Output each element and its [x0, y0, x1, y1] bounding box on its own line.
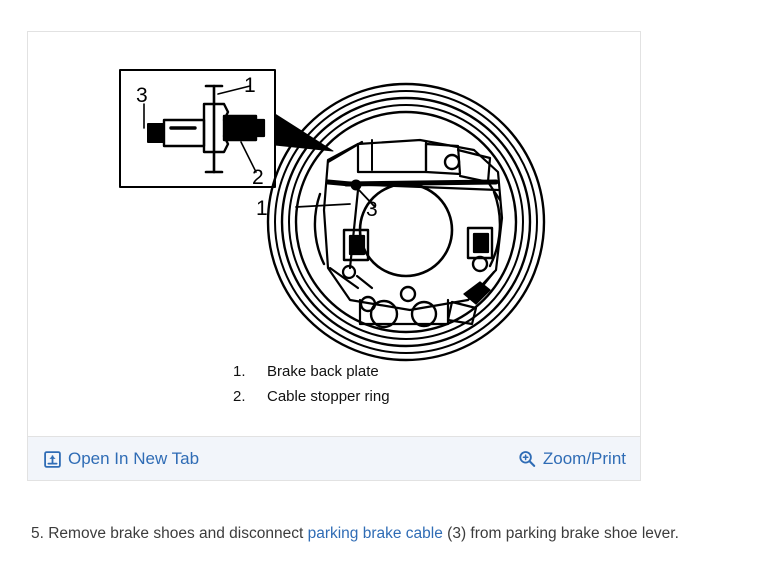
drum-leader-3	[357, 188, 376, 208]
parking-brake-cable-end	[325, 179, 353, 187]
hold-down-pin-upper	[443, 153, 461, 171]
backing-plate-body	[322, 138, 504, 312]
inset-leader-2	[240, 141, 257, 173]
callout-inset-1: 1	[244, 74, 256, 97]
legend-number: 2.	[233, 388, 246, 405]
hold-down-pin-lower	[399, 285, 417, 303]
open-in-new-tab-label: Open In New Tab	[68, 449, 200, 468]
legend-number: 1.	[233, 363, 246, 380]
inset-leader-1	[217, 85, 251, 95]
step-caption: 5. Remove brake shoes and disconnect par…	[31, 525, 679, 543]
brake-shoe-left	[313, 192, 326, 266]
figure-panel: 1 2 3 1 3 1. Brake back plate 2. Cable s…	[27, 31, 641, 481]
legend-item: 1. Brake back plate	[233, 364, 390, 379]
callout-inset-3: 3	[136, 84, 148, 107]
open-in-new-tab-button[interactable]: Open In New Tab	[44, 437, 199, 481]
parking-brake-strut	[343, 179, 499, 187]
figure-legend: 1. Brake back plate 2. Cable stopper rin…	[233, 364, 390, 414]
figure-toolbar: Open In New Tab Zoom/Print	[28, 436, 640, 480]
inset-pointer-wedge	[274, 113, 334, 152]
legend-label: Cable stopper ring	[267, 388, 390, 405]
open-in-new-tab-icon	[44, 450, 61, 468]
caption-suffix: (3) from parking brake shoe lever.	[442, 525, 679, 542]
figure-image-area[interactable]: 1 2 3 1 3 1. Brake back plate 2. Cable s…	[28, 32, 640, 437]
callout-drum-1: 1	[256, 197, 268, 220]
drum-leader-1	[295, 203, 351, 208]
caption-prefix: 5. Remove brake shoes and disconnect	[31, 525, 308, 542]
callout-inset-2: 2	[252, 166, 264, 189]
backing-plate-edge	[294, 110, 518, 334]
drum-outer-ring	[266, 82, 546, 362]
zoom-print-button[interactable]: Zoom/Print	[518, 437, 626, 481]
legend-item: 2. Cable stopper ring	[233, 389, 390, 404]
magnifier-plus-icon	[518, 450, 536, 468]
adjuster-wheel	[369, 299, 399, 329]
callout-drum-3: 3	[366, 198, 378, 221]
zoom-print-label: Zoom/Print	[542, 449, 626, 468]
brake-assembly-diagram: 1 2 3 1 3	[119, 69, 546, 362]
brake-shoe-right	[488, 190, 502, 268]
legend-label: Brake back plate	[267, 363, 379, 380]
parking-brake-cable-link[interactable]: parking brake cable	[307, 525, 443, 542]
